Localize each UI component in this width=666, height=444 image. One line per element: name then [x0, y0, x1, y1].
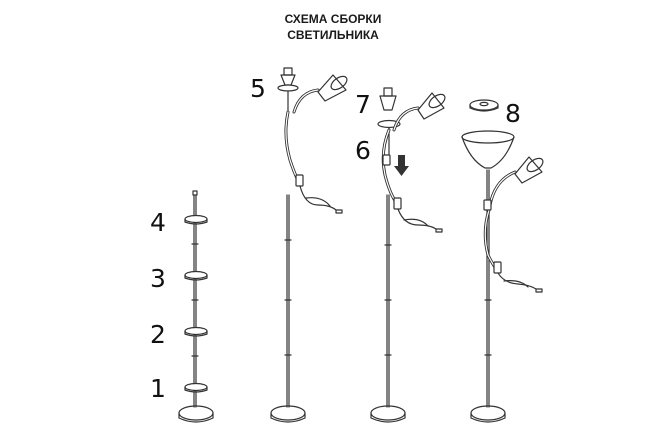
step-label-1: 1 — [150, 374, 166, 403]
stage-1-connector-1 — [184, 382, 208, 393]
step-label-8: 8 — [505, 99, 521, 128]
diagram-title-line-2: СВЕТИЛЬНИКА — [287, 28, 379, 42]
stage-2-lamp-assembly — [270, 67, 348, 423]
step-label-2: 2 — [150, 320, 166, 349]
arrow-down-icon — [394, 155, 409, 176]
stage-4-complete-lamp — [461, 130, 544, 423]
stage-1-connector-3 — [184, 270, 208, 281]
stage-1-base — [178, 405, 214, 421]
stage-3-lamp-assembly — [370, 87, 446, 423]
stage-1-pole-sections — [178, 190, 214, 423]
step-label-6: 6 — [355, 136, 371, 165]
step-label-5: 5 — [250, 74, 266, 103]
stage-1-base-rim — [178, 412, 214, 423]
stage-1-connector-2 — [184, 326, 208, 337]
diagram-title-line-1: СХЕМА СБОРКИ — [284, 12, 382, 26]
step-label-3: 3 — [150, 264, 166, 293]
step-label-7: 7 — [355, 90, 371, 119]
stage-1-connector-4 — [184, 214, 208, 225]
part-8-cap — [469, 99, 499, 112]
step-label-4: 4 — [150, 208, 166, 237]
